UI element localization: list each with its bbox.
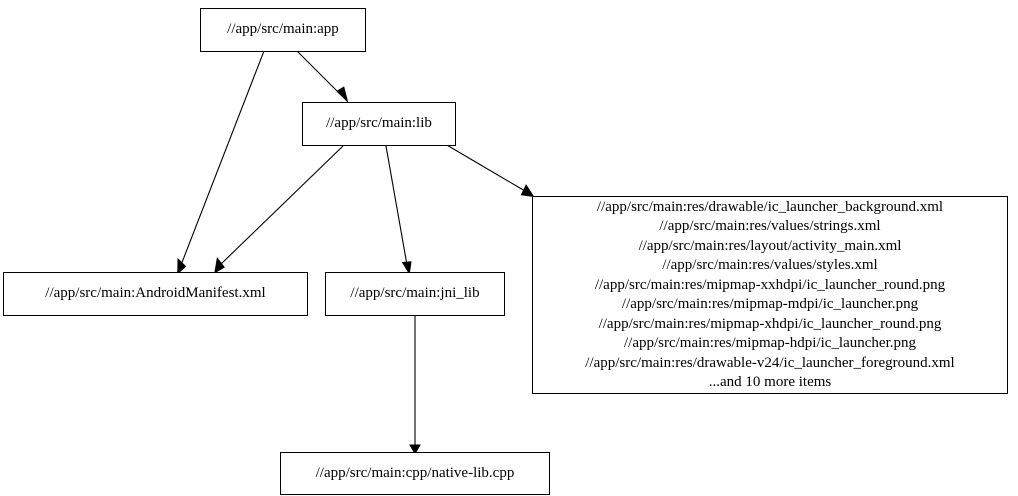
node-android-manifest-xml-label: //app/src/main:AndroidManifest.xml <box>45 285 266 302</box>
edge-app-to-manifest <box>177 50 265 275</box>
edge-lib-to-jni-lib <box>385 145 412 275</box>
node-resources-line: //app/src/main:res/values/styles.xml <box>662 257 878 273</box>
edge-app-to-lib <box>296 50 349 104</box>
node-resources-line: //app/src/main:res/mipmap-hdpi/ic_launch… <box>623 335 916 351</box>
node-resources-line: //app/src/main:res/mipmap-xhdpi/ic_launc… <box>598 315 942 332</box>
node-app-label: //app/src/main:app <box>227 21 339 38</box>
node-jni-lib[interactable]: //app/src/main:jni_lib <box>325 272 505 316</box>
node-jni-lib-label: //app/src/main:jni_lib <box>350 285 480 302</box>
node-resources-line: //app/src/main:res/layout/activity_main.… <box>638 237 902 254</box>
node-resources[interactable]: //app/src/main:res/drawable/ic_launcher_… <box>532 196 1008 394</box>
edge-lib-to-manifest <box>214 145 344 274</box>
edge-jni-lib-to-native-lib-cpp <box>409 315 421 455</box>
node-native-lib-cpp-label: //app/src/main:cpp/native-lib.cpp <box>315 464 515 481</box>
edge-lib-to-resources <box>439 140 535 198</box>
node-android-manifest-xml[interactable]: //app/src/main:AndroidManifest.xml <box>3 272 308 316</box>
node-resources-more-items-label: ...and 10 more items <box>708 374 832 390</box>
node-resources-line: //app/src/main:res/mipmap-xxhdpi/ic_laun… <box>594 276 946 293</box>
node-native-lib-cpp[interactable]: //app/src/main:cpp/native-lib.cpp <box>280 452 550 495</box>
node-lib[interactable]: //app/src/main:lib <box>302 102 456 146</box>
node-resources-line: //app/src/main:res/drawable-v24/ic_launc… <box>585 354 955 371</box>
node-resources-line: //app/src/main:res/drawable/ic_launcher_… <box>596 198 944 215</box>
node-app[interactable]: //app/src/main:app <box>200 8 366 52</box>
node-resources-line: //app/src/main:res/values/strings.xml <box>659 218 881 234</box>
node-resources-line: //app/src/main:res/mipmap-mdpi/ic_launch… <box>621 296 919 312</box>
node-lib-label: //app/src/main:lib <box>326 115 432 132</box>
